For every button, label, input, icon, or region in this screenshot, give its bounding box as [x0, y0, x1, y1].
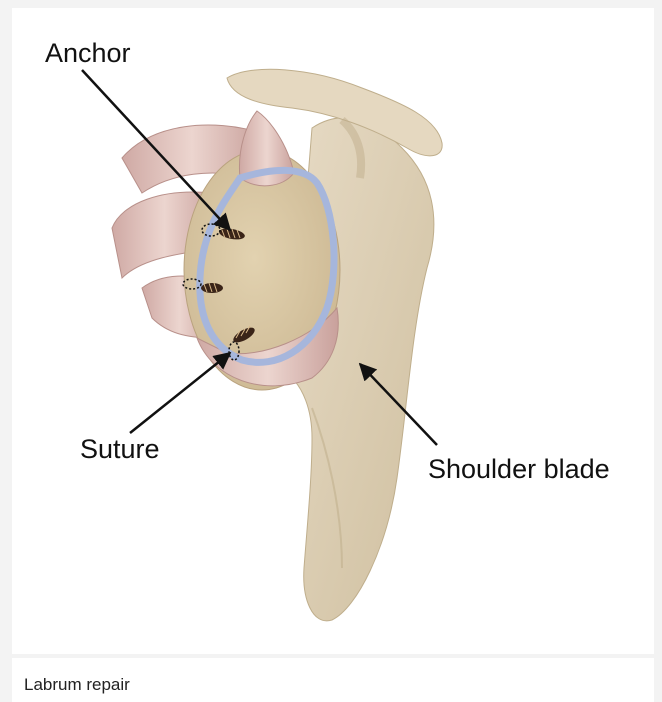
label-shoulder-blade: Shoulder blade [428, 454, 610, 484]
caption-bar: Labrum repair [12, 658, 654, 702]
label-anchor: Anchor [45, 38, 131, 68]
label-suture: Suture [80, 434, 160, 464]
suture-leader [130, 353, 230, 433]
figure-caption: Labrum repair [24, 675, 130, 695]
figure-panel: Anchor Suture Shoulder blade [12, 8, 654, 654]
labrum-repair-illustration: Anchor Suture Shoulder blade [12, 8, 654, 654]
